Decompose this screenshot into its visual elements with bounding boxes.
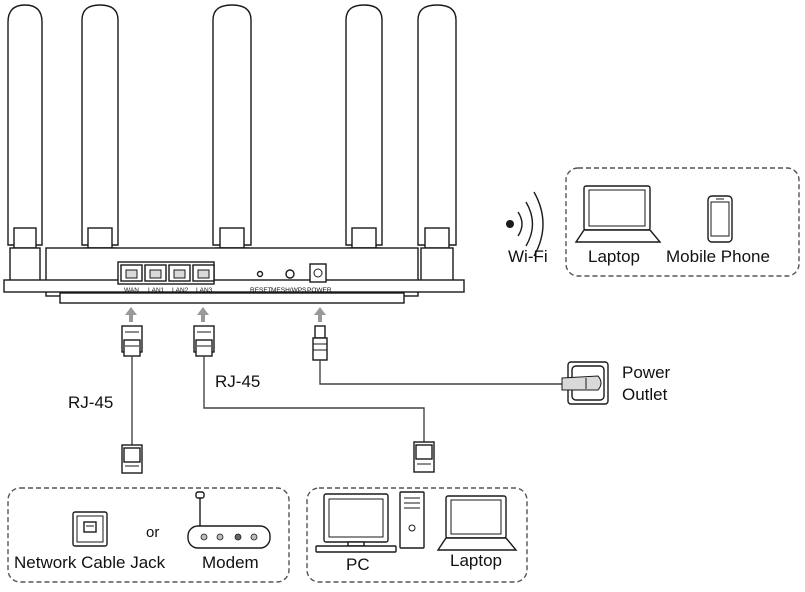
rj45-plug-jack-end [121, 444, 143, 474]
port-label-lan2: LAN2 [172, 287, 189, 294]
router: WAN LAN1 LAN2 LAN3 RESET MESH/WPS POWER [3, 4, 465, 304]
mobile-phone-icon [707, 195, 733, 243]
laptop-icon-top [574, 185, 662, 243]
ethernet-ports [117, 261, 215, 285]
rj45-plug-lan [193, 325, 215, 357]
mobile-phone-label: Mobile Phone [666, 247, 770, 266]
mesh-wps-button[interactable] [285, 269, 295, 279]
antenna-5 [417, 4, 457, 285]
laptop-label-bottom: Laptop [450, 551, 502, 570]
modem-label: Modem [202, 553, 259, 572]
port-label-lan3: LAN3 [196, 287, 213, 294]
pc-tower-icon [399, 491, 425, 549]
antenna-3 [212, 4, 252, 285]
rj45-label-left: RJ-45 [68, 393, 113, 412]
power-outlet-label-line1: Power [622, 363, 671, 382]
or-label: or [146, 524, 159, 541]
network-cable-jack-icon [72, 511, 108, 547]
cable-power [319, 360, 562, 385]
rj45-label-mid: RJ-45 [215, 372, 260, 391]
arrow-lan [197, 307, 209, 322]
power-outlet-icon [561, 361, 609, 405]
internet-source-box [7, 487, 290, 583]
button-label-mesh-wps: MESH/WPS [271, 287, 307, 294]
port-label-wan: WAN [124, 287, 139, 294]
dc-power-plug [312, 325, 328, 361]
modem-icon [187, 491, 271, 549]
pc-monitor-icon [315, 493, 397, 553]
arrow-wan [125, 307, 137, 322]
port-label-lan1: LAN1 [148, 287, 165, 294]
power-port[interactable] [309, 263, 327, 283]
pc-label: PC [346, 555, 370, 574]
power-outlet-label-line2: Outlet [622, 385, 668, 404]
rj45-plug-pc-end [413, 441, 435, 473]
antenna-4 [345, 4, 383, 285]
arrow-power [314, 307, 326, 322]
rj45-plug-wan [121, 325, 143, 357]
laptop-label-top: Laptop [588, 247, 640, 266]
antenna-1 [7, 4, 43, 285]
wifi-icon [506, 191, 544, 257]
reset-button[interactable] [256, 270, 264, 278]
wifi-label: Wi-Fi [508, 247, 548, 266]
button-label-reset: RESET [250, 287, 272, 294]
network-cable-jack-label: Network Cable Jack [14, 553, 166, 572]
wireless-devices-box [565, 167, 800, 277]
button-label-power: POWER [307, 287, 332, 294]
laptop-icon-bottom [436, 495, 518, 551]
wired-devices-box [306, 487, 528, 583]
cable-lan [203, 356, 425, 442]
antenna-2 [81, 4, 119, 285]
